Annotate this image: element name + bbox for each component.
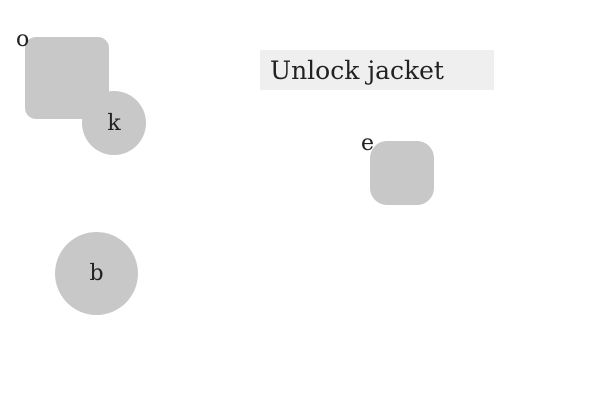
target-e-shape[interactable] [370,141,434,205]
target-e-label: e [361,131,375,156]
target-k-label: k [107,110,121,136]
target-k-shape[interactable]: k [82,91,146,155]
target-b-label: b [89,261,104,286]
target-b-shape[interactable]: b [55,232,138,315]
target-o-label: o [16,27,30,52]
instruction-text: Unlock jacket [270,55,444,85]
instruction-box: Unlock jacket [260,50,494,90]
